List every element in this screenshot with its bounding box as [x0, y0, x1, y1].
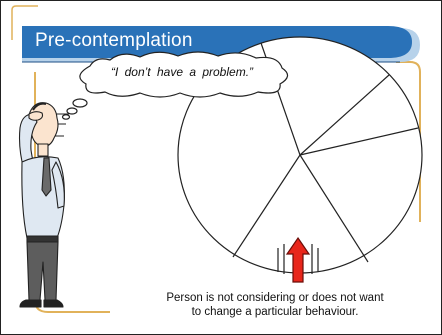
slide-title: Pre-contemplation [35, 30, 193, 51]
stage-caption: Person is not considering or does not wa… [140, 291, 410, 319]
thought-bubble [61, 51, 289, 120]
thought-bubble-quote: “I don’t have a problem.” [110, 65, 254, 79]
pointer-ticks [277, 244, 319, 274]
caption-line-1: Person is not considering or does not wa… [166, 292, 384, 304]
thinking-man-illustration [18, 102, 69, 308]
arrow-up-icon [285, 236, 311, 283]
caption-line-2: to change a particular behaviour. [191, 306, 359, 318]
